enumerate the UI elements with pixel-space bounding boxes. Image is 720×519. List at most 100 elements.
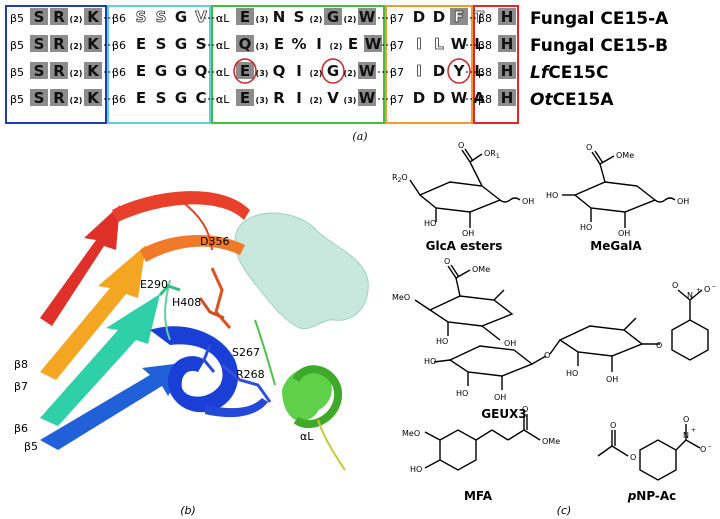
residue-label: E290 xyxy=(140,278,168,291)
atom: O xyxy=(458,141,464,150)
residue: E xyxy=(240,8,250,26)
atom: OH xyxy=(618,229,630,238)
motif-label: β8 xyxy=(478,12,492,25)
residue: E xyxy=(136,62,146,80)
motif-label: β6 xyxy=(112,66,126,79)
residue: S xyxy=(34,89,45,107)
residue: (2) xyxy=(70,42,83,51)
atom: N xyxy=(687,291,693,300)
residue-label: H408 xyxy=(172,296,201,309)
residue: I xyxy=(316,35,322,53)
motif-label: β6 xyxy=(112,93,126,106)
residue: S xyxy=(196,35,207,53)
atom: OH xyxy=(522,197,534,206)
compound-name: pNP-Ac xyxy=(627,489,677,503)
atom: MeO xyxy=(392,293,410,302)
atom: OH xyxy=(504,339,516,348)
residue: V xyxy=(195,8,207,26)
atom: O xyxy=(672,281,678,290)
residue: D xyxy=(413,8,425,26)
atom: OMe xyxy=(472,265,490,274)
residue: D xyxy=(433,8,445,26)
motif-label: αL xyxy=(216,12,230,25)
atom: HO xyxy=(410,465,422,474)
residue: (2) xyxy=(70,15,83,24)
atom: HO xyxy=(424,357,436,366)
residue: K xyxy=(87,89,100,107)
atom: HO xyxy=(424,219,436,228)
residue-label: R268 xyxy=(236,368,265,381)
residue: K xyxy=(87,35,100,53)
residue: (3) xyxy=(256,15,269,24)
atom: OH xyxy=(494,393,506,402)
motif-label: β7 xyxy=(390,12,404,25)
atom: HO xyxy=(580,223,592,232)
residue: H xyxy=(501,89,514,107)
residue: % xyxy=(291,35,306,53)
atom: O xyxy=(586,143,592,152)
charge: + xyxy=(691,427,696,434)
strand-label: β7 xyxy=(14,380,28,393)
residue: E xyxy=(348,35,358,53)
residue: (2) xyxy=(70,96,83,105)
residue: L xyxy=(434,35,444,53)
atom: HO xyxy=(566,369,578,378)
motif-label: αL xyxy=(216,39,230,52)
residue: S xyxy=(156,8,167,26)
residue: H xyxy=(501,35,514,53)
atom: OMe xyxy=(542,437,560,446)
residue: K xyxy=(87,8,100,26)
atom: OH xyxy=(677,197,689,206)
motif-label: β8 xyxy=(478,66,492,79)
motif-label: β8 xyxy=(478,39,492,52)
charge: – xyxy=(708,442,712,450)
residue: G xyxy=(175,62,187,80)
residue: W xyxy=(451,89,468,107)
residue: E xyxy=(240,89,250,107)
residue: K xyxy=(87,62,100,80)
residue: (2) xyxy=(344,69,357,78)
motif-label: β5 xyxy=(10,12,24,25)
residue: W xyxy=(451,35,468,53)
atom: HO xyxy=(456,389,468,398)
residue: I xyxy=(416,62,422,80)
sequence-name: LfCE15C xyxy=(530,63,608,83)
megala-structure xyxy=(562,151,675,228)
strand-label: β6 xyxy=(14,422,28,435)
residue: G xyxy=(175,8,187,26)
compound-name: GlcA esters xyxy=(426,239,503,253)
residue: (2) xyxy=(70,69,83,78)
residue: (2) xyxy=(310,69,323,78)
residue: S xyxy=(294,8,305,26)
motif-label: αL xyxy=(216,93,230,106)
motif-label: αL xyxy=(216,66,230,79)
atom: O xyxy=(630,453,636,462)
residue: (2) xyxy=(330,42,343,51)
residue: I xyxy=(416,35,422,53)
residue: G xyxy=(327,8,339,26)
residue: I xyxy=(296,62,302,80)
residue: H xyxy=(501,8,514,26)
residue: S xyxy=(136,8,147,26)
residue: I xyxy=(296,89,302,107)
residue: D xyxy=(413,89,425,107)
atom: O xyxy=(444,257,450,266)
residue: S xyxy=(34,62,45,80)
residue: W xyxy=(359,8,376,26)
atom: N xyxy=(683,431,689,440)
compound-name: MeGalA xyxy=(590,239,642,253)
residue: R xyxy=(53,62,65,80)
chemical-structures-panel xyxy=(410,149,708,480)
motif-label: β6 xyxy=(112,12,126,25)
residue: (3) xyxy=(344,96,357,105)
residue: N xyxy=(273,8,286,26)
residue-label: S267 xyxy=(232,346,260,359)
atom: OR1 xyxy=(484,149,500,160)
atom: O xyxy=(700,445,706,454)
residue: R xyxy=(53,89,65,107)
residue: (2) xyxy=(310,15,323,24)
atom: O xyxy=(656,341,662,350)
atom: MeO xyxy=(402,429,420,438)
residue: Q xyxy=(195,62,208,80)
